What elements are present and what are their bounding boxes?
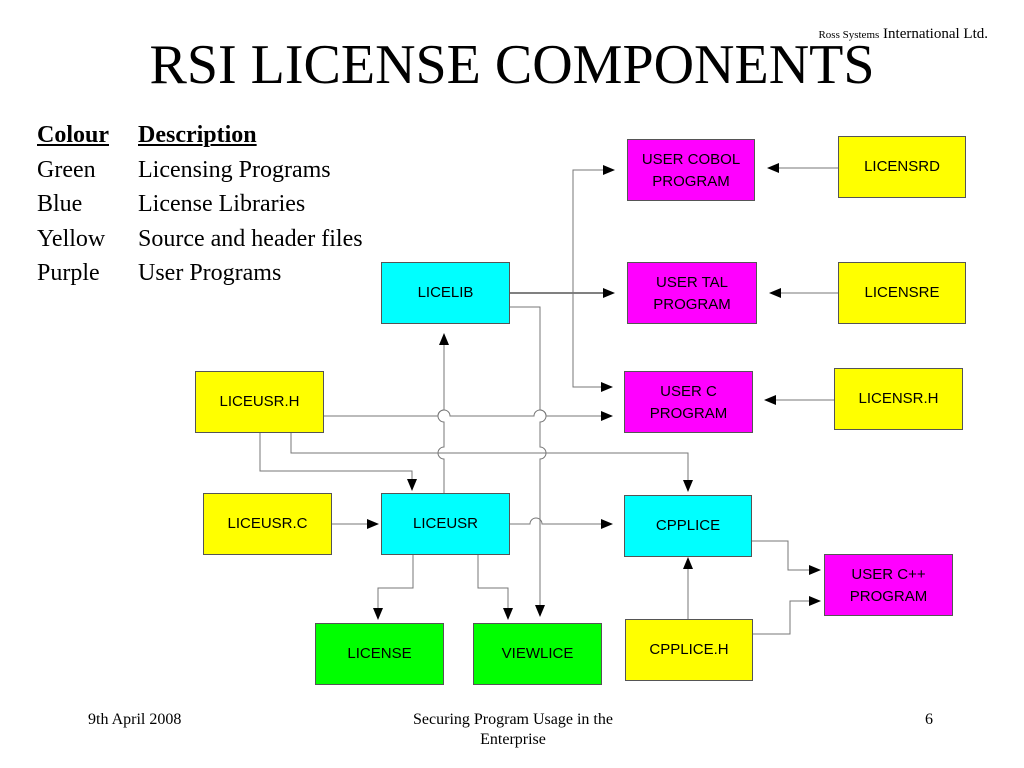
node-cpplice-h[interactable]: CPPLICE.H [625,619,753,681]
legend-colour: Blue [37,191,83,217]
node-label: LICENSR.H [858,390,939,407]
node-label: LICEUSR.C [227,515,308,532]
footer-date: 9th April 2008 [88,711,182,728]
edge-cpplice-h-to-user-cpp [753,596,821,635]
node-label-line2: PROGRAM [652,173,730,190]
node-label-line1: USER C++ [851,566,926,583]
edge-liceusr-to-viewlice [477,555,513,620]
node-user-cobol-program[interactable]: USER COBOL PROGRAM [627,139,755,201]
node-liceusr[interactable]: LICEUSR [381,493,510,555]
edge-licelib-to-user-c [572,293,613,392]
legend-colour: Yellow [37,225,106,252]
node-licelib[interactable]: LICELIB [381,262,510,324]
edge-cpplice-to-user-cpp [752,540,821,575]
company-name-small: Ross Systems [818,29,880,41]
edge-liceusr-to-cpplice [510,517,613,529]
legend-row-purple: Purple User Programs [37,256,363,291]
node-label-line2: PROGRAM [653,296,731,313]
node-label-line2: PROGRAM [649,405,728,422]
node-label-line1: USER COBOL [641,151,741,168]
node-viewlice[interactable]: VIEWLICE [473,623,602,685]
node-license[interactable]: LICENSE [315,623,444,685]
legend-row-yellow: Yellow Source and header files [37,222,363,257]
colour-legend: Colour Description Green Licensing Progr… [37,118,363,291]
footer-page-number: 6 [925,711,933,728]
edge-licelib-to-user-cobol [572,165,615,293]
edge-liceusr-h-to-user-c [324,409,613,421]
slide-title: RSI LICENSE COMPONENTS [149,34,875,96]
node-user-cpp-program[interactable]: USER C++ PROGRAM [824,554,953,616]
legend-description: Licensing Programs [138,156,331,183]
legend-header-row: Colour Description [37,118,363,153]
node-label: LICEUSR [412,515,479,532]
company-name: Ross Systems International Ltd. [818,26,988,43]
node-user-c-program[interactable]: USER C PROGRAM [624,371,753,433]
legend-description: License Libraries [138,191,306,217]
legend-row-green: Green Licensing Programs [37,153,363,188]
node-licensrd[interactable]: LICENSRD [838,136,966,198]
legend-colour: Purple [37,260,100,286]
legend-description-header: Description [138,122,257,148]
node-user-tal-program[interactable]: USER TAL PROGRAM [627,262,757,324]
node-label-line1: USER TAL [656,274,728,291]
footer-presentation-title: Securing Program Usage in the Enterprise [413,711,613,748]
node-liceusr-c[interactable]: LICEUSR.C [203,493,332,555]
node-label-line2: PROGRAM [849,588,928,605]
company-name-large: International Ltd. [883,26,988,42]
edge-liceusr-h-to-cpplice [290,433,693,492]
node-label: LICENSRE [864,284,940,301]
edge-licelib-to-viewlice [510,306,547,617]
node-label: CPPLICE [655,517,721,534]
node-label: VIEWLICE [501,645,574,662]
node-label: LICEUSR.H [219,393,300,410]
legend-row-blue: Blue License Libraries [37,187,363,222]
edge-liceusr-to-license [373,555,414,620]
legend-colour-header: Colour [37,122,109,148]
node-licensr-h[interactable]: LICENSR.H [834,368,963,430]
node-label-line1: USER C [660,383,717,400]
node-label: LICENSE [347,645,412,662]
edge-liceusr-h-to-liceusr [259,433,417,491]
legend-description: User Programs [138,260,282,286]
node-label: LICELIB [417,284,474,301]
node-liceusr-h[interactable]: LICEUSR.H [195,371,324,433]
legend-description: Source and header files [138,225,363,252]
node-licensre[interactable]: LICENSRE [838,262,966,324]
node-label: CPPLICE.H [649,641,729,658]
node-label: LICENSRD [864,158,940,175]
legend-colour: Green [37,156,96,183]
node-cpplice[interactable]: CPPLICE [624,495,752,557]
